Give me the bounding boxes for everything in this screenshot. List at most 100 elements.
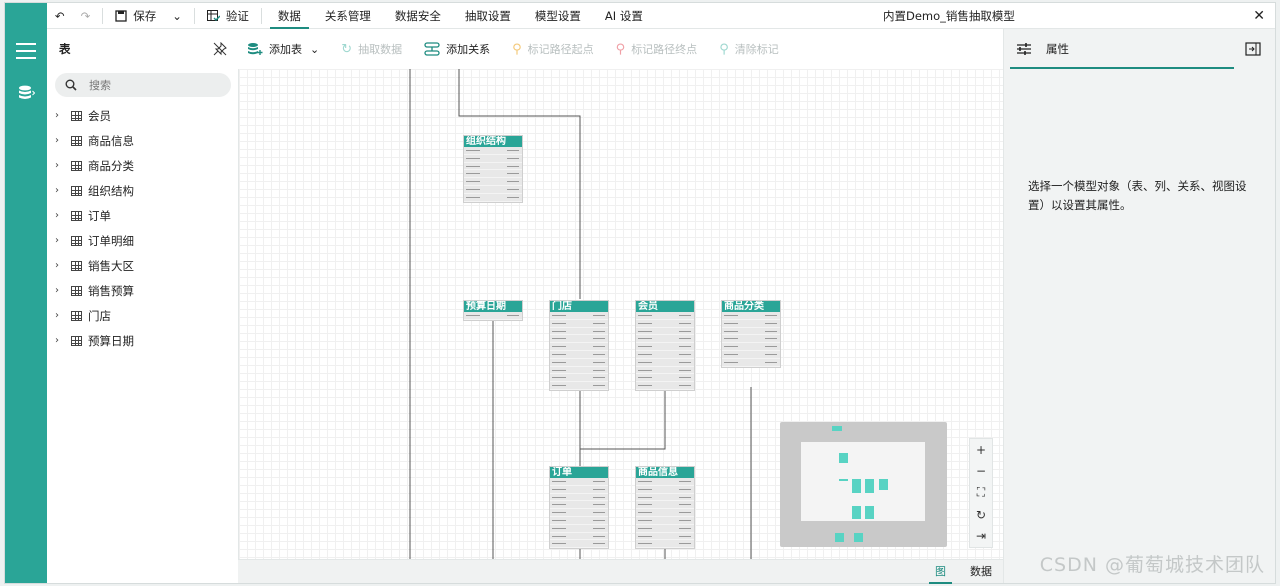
extract-data-button[interactable]: ↻抽取数据 — [341, 41, 402, 57]
search-icon — [65, 79, 77, 91]
table-item[interactable]: ›商品分类 — [47, 153, 237, 178]
validate-button[interactable]: 验证 — [199, 3, 257, 29]
entity-title: 商品分类 — [722, 301, 780, 312]
divider — [102, 7, 104, 24]
table-icon — [71, 185, 82, 196]
tab-data[interactable]: 数据 — [266, 3, 313, 29]
tables-panel: 表 ›会员›商品信息›商品分类›组织结构›订单›订单明细›销售大区›销售预算›门… — [47, 29, 237, 583]
entity-title: 组织结构 — [464, 136, 522, 147]
table-item[interactable]: › 会员 — [47, 103, 237, 128]
entity-member[interactable]: 会员 — [635, 300, 695, 391]
mark-path-end-button[interactable]: ⚲标记路径终点 — [616, 41, 698, 57]
chevron-right-icon[interactable]: › — [55, 235, 59, 246]
add-table-label: 添加表 — [269, 43, 302, 56]
table-icon — [71, 285, 82, 296]
mark-path-start-button[interactable]: ⚲标记路径起点 — [512, 41, 594, 57]
chevron-right-icon[interactable]: › — [55, 210, 59, 221]
chevron-right-icon[interactable]: › — [55, 335, 59, 346]
chevron-right-icon[interactable]: › — [55, 285, 59, 296]
hamburger-menu-icon[interactable] — [16, 43, 36, 64]
chevron-right-icon[interactable]: › — [55, 160, 59, 171]
table-item[interactable]: › 订单明细 — [47, 228, 237, 253]
entity-product-info[interactable]: 商品信息 — [635, 466, 695, 550]
chevron-right-icon[interactable]: › — [55, 260, 59, 271]
entity-title: 门店 — [550, 301, 608, 312]
clear-marks-button[interactable]: ⚲清除标记 — [719, 41, 779, 57]
zoom-in-icon[interactable]: + — [975, 442, 987, 457]
table-item-label: 销售大区 — [88, 258, 134, 273]
table-icon — [71, 110, 82, 121]
chevron-down-icon[interactable]: ⌄ — [310, 42, 320, 56]
properties-panel: 属性 选择一个模型对象（表、列、关系、视图设置）以设置其属性。 — [1003, 29, 1275, 583]
tab-data-security[interactable]: 数据安全 — [394, 8, 441, 23]
minimap-viewport[interactable] — [801, 442, 925, 521]
app-window: ↶ ↷ 保存 ⌄ 验证 数据 关系管理 数据安全 抽取设置 模型设置 AI 设置… — [4, 2, 1276, 584]
table-item[interactable]: ›组织结构 — [47, 178, 237, 203]
add-relation-button[interactable]: 添加关系 — [424, 41, 490, 57]
mark-end-label: 标记路径终点 — [631, 43, 698, 56]
sliders-icon — [1017, 43, 1031, 55]
entity-title: 商品信息 — [636, 467, 694, 478]
chevron-right-icon[interactable]: › — [55, 185, 59, 196]
table-item-label: 门店 — [88, 308, 111, 323]
redo-button[interactable]: ↷ — [73, 3, 99, 29]
zoom-out-icon[interactable]: − — [975, 464, 987, 479]
add-relation-label: 添加关系 — [446, 43, 491, 56]
database-icon[interactable] — [5, 78, 47, 108]
table-item[interactable]: › 预算日期 — [47, 328, 237, 353]
table-icon — [71, 310, 82, 321]
redo-icon: ↷ — [80, 8, 91, 23]
model-toolbar: 添加表 ⌄ ↻抽取数据 添加关系 ⚲标记路径起点 ⚲标记路径终点 ⚲清除标记 — [237, 29, 1003, 69]
fit-screen-icon[interactable]: ⛶ — [976, 485, 986, 500]
tab-extract-settings[interactable]: 抽取设置 — [464, 8, 511, 23]
close-icon[interactable]: ✕ — [1253, 8, 1265, 24]
pin-icon: ⚲ — [512, 41, 522, 57]
minimap[interactable] — [780, 422, 947, 547]
collapse-panel-icon[interactable] — [1245, 42, 1261, 56]
tab-ai-settings[interactable]: AI 设置 — [604, 8, 643, 23]
table-item-label: 会员 — [88, 108, 111, 123]
reset-icon[interactable]: ↻ — [975, 507, 987, 522]
tab-data-view[interactable]: 数据 — [970, 565, 992, 578]
table-icon — [71, 160, 82, 171]
divider — [193, 7, 195, 24]
table-icon — [71, 260, 82, 271]
search-input[interactable] — [89, 78, 219, 92]
tab-diagram[interactable]: 图 — [929, 560, 952, 584]
chevron-right-icon[interactable]: › — [55, 110, 59, 121]
save-options-chevron-icon[interactable]: ⌄ — [172, 8, 182, 23]
collapse-right-icon[interactable]: ⇥ — [975, 529, 987, 544]
table-item[interactable]: ›销售预算 — [47, 278, 237, 303]
entity-store[interactable]: 门店 — [549, 300, 609, 391]
table-item[interactable]: ›商品信息 — [47, 128, 237, 153]
validate-icon — [206, 9, 220, 21]
properties-empty-message: 选择一个模型对象（表、列、关系、视图设置）以设置其属性。 — [1028, 179, 1247, 212]
tab-relations[interactable]: 关系管理 — [324, 8, 371, 23]
entity-product-category[interactable]: 商品分类 — [721, 300, 781, 368]
undo-button[interactable]: ↶ — [47, 3, 73, 29]
table-icon — [71, 135, 82, 146]
relation-lines — [409, 69, 752, 559]
properties-title: 属性 — [1046, 42, 1069, 56]
chevron-right-icon[interactable]: › — [55, 310, 59, 321]
divider — [260, 7, 262, 24]
entity-budget-date[interactable]: 预算日期 — [463, 300, 523, 321]
chevron-right-icon[interactable]: › — [55, 135, 59, 146]
unpin-icon[interactable] — [213, 42, 227, 56]
entity-org-structure[interactable]: 组织结构 — [463, 135, 523, 203]
table-item[interactable]: › 门店 — [47, 303, 237, 328]
view-switcher: 图 数据 — [238, 559, 1003, 584]
table-item-label: 预算日期 — [88, 333, 134, 348]
table-item[interactable]: ›订单 — [47, 203, 237, 228]
table-icon — [71, 210, 82, 221]
table-item[interactable]: › 销售大区 — [47, 253, 237, 278]
entity-order[interactable]: 订单 — [549, 466, 609, 550]
clear-marks-label: 清除标记 — [734, 43, 779, 56]
tab-model-settings[interactable]: 模型设置 — [534, 8, 581, 23]
table-tree: ›会员›商品信息›商品分类›组织结构›订单›订单明细›销售大区›销售预算›门店›… — [47, 103, 237, 353]
save-button[interactable]: 保存 — [107, 3, 164, 29]
table-item-label: 订单明细 — [88, 233, 134, 248]
panel-title: 表 — [59, 42, 71, 56]
add-table-button[interactable]: 添加表 ⌄ — [247, 41, 319, 57]
model-canvas[interactable]: 组织结构 预算日期 门店 会员 商品分类 订单 商品信息 + − ⛶ ↻ ⇥ — [238, 69, 1003, 559]
